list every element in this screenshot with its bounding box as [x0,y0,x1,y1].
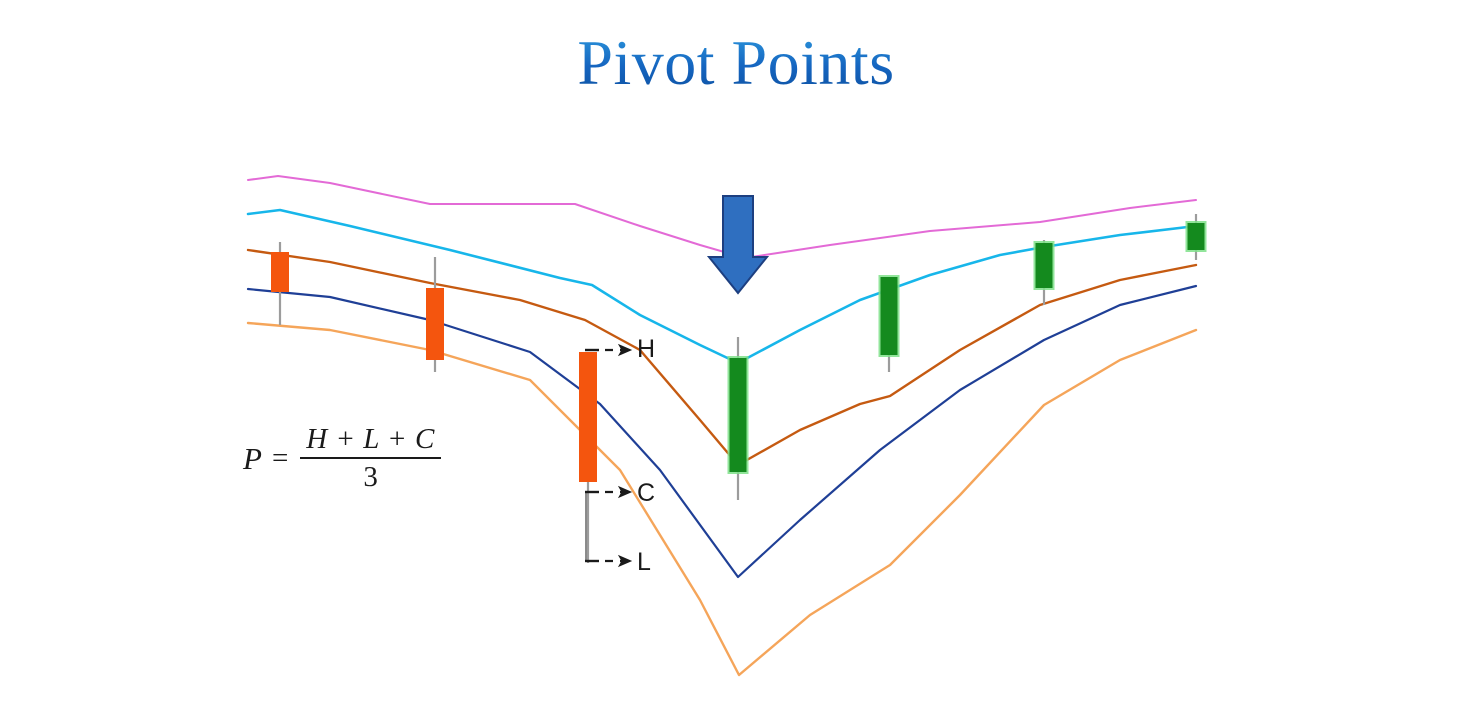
close-label: C [637,479,656,507]
formula-denominator: 3 [363,460,378,493]
price-line [246,321,1198,677]
candlestick [426,257,444,372]
price-line [246,208,1198,365]
pivot-formula: P = H + L + C 3 [243,423,441,493]
blue-down-arrow-icon [706,195,770,295]
formula-fraction-bar [300,457,441,459]
ohlc-callout-lines [585,343,633,568]
candlestick [878,275,900,372]
formula-equals: = [271,442,289,475]
candlestick [1185,214,1207,260]
candlestick [579,352,597,563]
page-title: Pivot Points [0,27,1472,98]
formula-fraction: H + L + C 3 [300,423,441,493]
low-label: L [637,548,651,576]
blue-down-arrow-icon [706,195,770,295]
formula-lhs: P [243,440,262,476]
candlestick [1033,240,1055,305]
candlestick [727,337,749,500]
candlestick-layer [271,214,1207,563]
candlestick [271,242,289,325]
high-label: H [637,335,656,363]
formula-numerator: H + L + C [306,423,435,455]
price-line [247,175,1197,259]
